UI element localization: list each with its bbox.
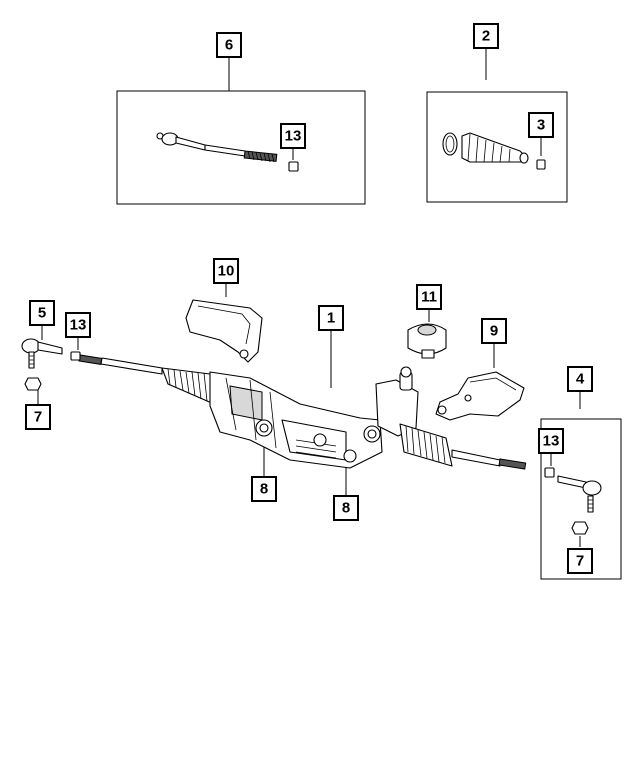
left-jam-nut-part: [70, 351, 81, 361]
callout-11: 11: [416, 284, 442, 310]
callout-5: 5: [29, 300, 55, 326]
callout-11-label: 11: [421, 289, 437, 306]
callout-7-right: 7: [567, 548, 593, 574]
callout-1: 1: [318, 305, 344, 331]
callout-3: 3: [528, 112, 554, 138]
mount-cap-part: [407, 323, 447, 359]
inner-tie-rod-part: [156, 132, 278, 163]
callout-3-label: 3: [537, 117, 545, 134]
callout-6-label: 6: [225, 37, 233, 54]
inner-tie-rod-group-frame: [116, 90, 366, 205]
callout-6: 6: [216, 32, 242, 58]
callout-13-left: 13: [65, 312, 91, 338]
callout-10: 10: [213, 258, 239, 284]
right-jam-nut-part: [544, 467, 555, 478]
callout-7-right-label: 7: [576, 553, 584, 570]
callout-5-label: 5: [38, 305, 46, 322]
boot-clamp-part: [442, 132, 458, 156]
right-outer-tie-rod-end-part: [557, 475, 602, 513]
right-castle-nut-part: [571, 521, 589, 535]
callout-4: 4: [567, 366, 593, 392]
callout-8-right: 8: [333, 495, 359, 521]
callout-13-left-label: 13: [70, 317, 87, 334]
outer-tie-rod-group-frame: [540, 418, 622, 580]
boot-kit-group-frame: [426, 91, 568, 203]
callout-8-right-label: 8: [342, 500, 350, 517]
heat-shield-part: [185, 299, 263, 363]
boot-clamp-small-part: [536, 159, 546, 170]
callout-13-right-label: 13: [543, 433, 560, 450]
callout-7-left: 7: [25, 404, 51, 430]
callout-1-label: 1: [327, 310, 335, 327]
callout-7-left-label: 7: [34, 409, 42, 426]
leader-lines: [37, 48, 581, 547]
callout-9: 9: [481, 318, 507, 344]
top-jam-nut-part: [288, 161, 299, 172]
callout-2-label: 2: [482, 28, 490, 45]
callout-13-top-label: 13: [285, 128, 302, 145]
callout-8-left: 8: [251, 476, 277, 502]
steering-gear-assembly-part: [78, 354, 527, 470]
callout-9-label: 9: [490, 323, 498, 340]
left-outer-tie-rod-end-part: [21, 338, 63, 369]
callout-8-left-label: 8: [260, 481, 268, 498]
callout-2: 2: [473, 23, 499, 49]
callout-13-top: 13: [280, 123, 306, 149]
left-castle-nut-part: [24, 377, 42, 391]
callout-4-label: 4: [576, 371, 585, 388]
steering-boot-part: [461, 132, 529, 164]
callout-13-right: 13: [538, 428, 564, 454]
mounting-bracket-part: [435, 371, 525, 421]
callout-10-label: 10: [218, 263, 235, 280]
